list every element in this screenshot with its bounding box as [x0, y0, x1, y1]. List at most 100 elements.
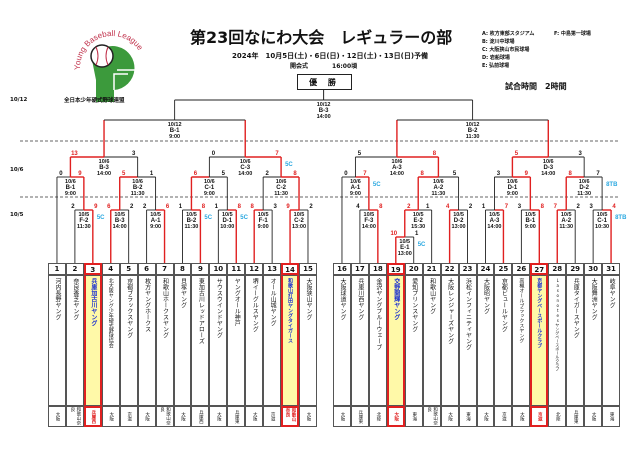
match-date: 10/6 [240, 159, 251, 165]
match-time: 14:00 [390, 171, 404, 177]
tournament-dates: 2024年 10月5日(土)・6日(日)・12日(土)・13日(日)予備 [232, 52, 429, 60]
team-name: 貝塚ヤング [173, 275, 192, 406]
venue-legend: A: 枚方東部スタジアム B: 淀川中球場 C: 大阪狭山市民球場 D: 岩船球… [482, 30, 591, 70]
team-name: 和歌山打田ヤングタイガース [281, 275, 299, 406]
team-number: 31 [602, 263, 621, 275]
team-name: 高槻オールブラックスヤング [512, 275, 531, 406]
team-name: 大阪レンジャーズヤング [440, 275, 459, 406]
team-region: 大阪 [245, 406, 264, 427]
team-number: 17 [350, 263, 369, 275]
match-score-left: 3 [518, 204, 522, 210]
match-time: 9:00 [507, 191, 518, 197]
match-score-right: 4 [612, 204, 616, 210]
team-region: 大阪 [584, 406, 603, 427]
team-region: 兵庫西 [83, 406, 102, 427]
team-name: 兵庫タイガースヤング [566, 275, 585, 406]
match-date: 10/6 [65, 179, 76, 185]
team-number: 3 [83, 263, 102, 275]
match-date: 10/6 [507, 179, 518, 185]
team-region: 大阪 [512, 406, 531, 427]
match-code: B-2 [468, 128, 478, 134]
venue-d: D: 岩船球場 [482, 55, 510, 61]
venue-a: A: 枚方東部スタジアム [482, 31, 535, 37]
match-time: 11:30 [577, 191, 591, 197]
match-time: 14:00 [541, 171, 555, 177]
team-name: 枚方ヤングホークス [137, 275, 156, 406]
team-region: 兵庫東 [350, 406, 369, 427]
team-number: 14 [281, 263, 299, 275]
match-date: 10/6 [204, 179, 215, 185]
match-score-right: 8 [293, 171, 297, 177]
match-date: 10/5 [597, 212, 608, 218]
league-logo: Young Baseball League [73, 29, 145, 102]
match-time: 9:00 [258, 224, 269, 230]
team-name: 京都ヤングベースボールクラブ [530, 275, 549, 406]
team-name: 兵庫川西ヤング [350, 275, 369, 406]
match-date: 10/6 [392, 159, 403, 165]
match-time: 11:30 [432, 191, 446, 197]
team-region: 和歌山奈良 [155, 406, 174, 427]
match-note: 8TB [606, 182, 618, 188]
team-number: 4 [101, 263, 120, 275]
match-code: A-2 [434, 185, 444, 191]
match-score-left: 3 [497, 171, 501, 177]
match-code: D-1 [508, 185, 518, 191]
match-time: 9:00 [204, 191, 215, 197]
team-name: Lasonotesヤングベースボールクラブ [548, 275, 567, 406]
match-date: 10/5 [258, 212, 269, 218]
match-score-left: 5 [515, 151, 519, 157]
match-score-right: 3 [578, 151, 582, 157]
match-time: 9:00 [525, 224, 536, 230]
match-score-right: 2 [469, 204, 473, 210]
match-score-left: 4 [356, 204, 360, 210]
match-score-left: 2 [71, 204, 75, 210]
match-code: A-3 [392, 165, 402, 171]
team-name: 愛知プリンスヤング [404, 275, 423, 406]
match-time: 14:00 [113, 224, 127, 230]
match-score-left: 6 [194, 171, 198, 177]
team-number: 1 [48, 263, 66, 275]
team-number: 10 [209, 263, 228, 275]
match-code: F-1 [259, 218, 269, 224]
team-name: 北大阪ヤング少年硬式野球協会 [101, 275, 120, 406]
team-name: 和歌山ホークスヤング [155, 275, 174, 406]
match-date: 10/12 [317, 102, 331, 108]
match-score-right: 9 [78, 171, 82, 177]
match-score-left: 7 [554, 204, 558, 210]
team-number: 23 [458, 263, 477, 275]
team-number: 15 [299, 263, 317, 275]
match-score-right: 9 [94, 204, 98, 210]
round-label-r2: 10/6 [10, 167, 24, 173]
match-time: 9:00 [65, 191, 76, 197]
round-label-r1: 10/5 [10, 212, 24, 218]
match-code: A-3 [490, 218, 500, 224]
match-score-left: 0 [344, 171, 348, 177]
match-code: F-3 [364, 218, 374, 224]
match-date: 10/5 [186, 212, 197, 218]
venue-f: F: 中島第一球場 [554, 31, 591, 37]
team-region: 京滋 [494, 406, 513, 427]
match-note: 5C [97, 215, 105, 221]
match-score-right: 7 [505, 204, 509, 210]
team-name: 金沢ヤングブルーウェーブ [368, 275, 387, 406]
match-date: 10/5 [150, 212, 161, 218]
match-score-left: 9 [286, 204, 290, 210]
match-score-left: 0 [59, 171, 63, 177]
match-score-right: 1 [426, 204, 430, 210]
match-score-right: 6 [166, 204, 170, 210]
match-score-right: 5 [453, 171, 457, 177]
match-code: B-2 [133, 185, 143, 191]
match-time: 11:30 [77, 224, 91, 230]
match-code: E-2 [414, 218, 424, 224]
match-date: 10/5 [399, 239, 410, 245]
match-code: D-2 [579, 185, 589, 191]
match-score-left: 13 [71, 151, 78, 157]
team-region: 大阪 [299, 406, 317, 427]
team-name: 京都ビュールヤング [494, 275, 513, 406]
match-date: 10/5 [222, 212, 233, 218]
match-score-right: 2 [130, 204, 134, 210]
team-region: 兵庫西 [191, 406, 210, 427]
team-number: 18 [368, 263, 387, 275]
team-region: 北陸 [368, 406, 387, 427]
